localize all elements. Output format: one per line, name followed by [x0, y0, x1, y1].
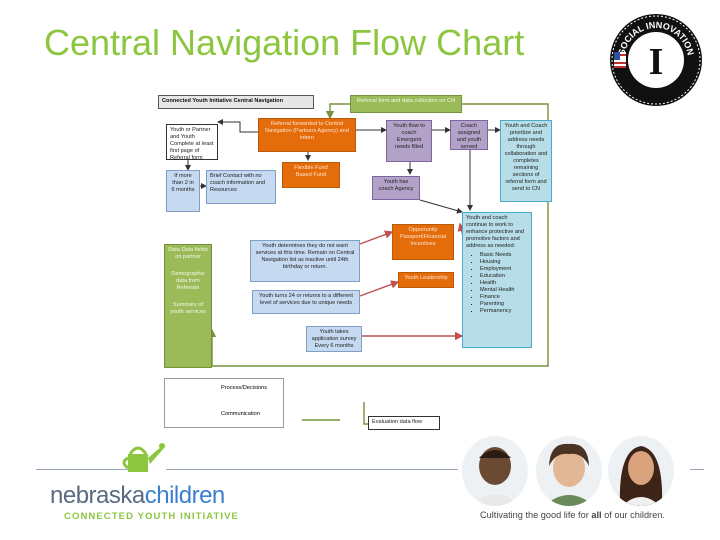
- tagline-start: Cultivating the good life for: [480, 510, 592, 520]
- needs-item: Housing: [480, 259, 528, 266]
- needs-item: Parenting: [480, 301, 528, 308]
- legend-communication-label: Communication: [221, 411, 260, 417]
- coach-prioritizes-box: Youth and Coach prioritize and address n…: [500, 120, 552, 202]
- slide-title: Central Navigation Flow Chart: [44, 22, 525, 63]
- seal-bottom-text: FUND: [643, 75, 669, 87]
- needs-item: Finance: [480, 294, 528, 301]
- watering-can-icon: [122, 443, 165, 472]
- youth-has-coach-box: Youth has coach Agency: [372, 176, 420, 200]
- needs-item: Education: [480, 273, 528, 280]
- data-column-box: Data Data fields on partner Demographic …: [164, 244, 212, 368]
- referral-forwarded-box: Referral forwarded to Central Navigation…: [258, 118, 356, 152]
- logo-subtitle: CONNECTED YOUTH INITIATIVE: [64, 511, 239, 522]
- needs-item: Basic Needs: [480, 252, 528, 259]
- youth-photo-3: [608, 436, 674, 506]
- youth-takes-box: Youth takes application survey Every 6 m…: [306, 326, 362, 352]
- footer-divider: [690, 469, 704, 470]
- seal-letter: I: [649, 41, 664, 83]
- brief-contact-box: Brief Contact with no coach information …: [206, 170, 276, 204]
- flexible-fund-box: Flexible Fund Based Fund: [282, 162, 340, 188]
- nebraska-children-logo: nebraskachildren: [50, 482, 225, 510]
- data-fields-text: Data Data fields on partner: [168, 247, 208, 260]
- legend: Process/Decisions Communication: [164, 378, 284, 428]
- youth-photo-2: [536, 436, 602, 506]
- process-arrows: [185, 119, 501, 214]
- needs-item: Employment: [480, 266, 528, 273]
- footer-divider: [166, 469, 458, 470]
- demographic-text: Demographic data from Referrals: [171, 270, 205, 291]
- needs-item: Health: [480, 280, 528, 287]
- needs-list: Basic Needs Housing Employment Education…: [466, 252, 528, 315]
- flow-header: Connected Youth Initiative Central Navig…: [158, 95, 314, 109]
- if-more-box: If more than 2 in 6 months: [166, 170, 200, 212]
- tagline-end: of our children.: [601, 510, 665, 520]
- referral-form-box: Referral form and data collection on CN: [350, 95, 462, 113]
- youth-coach-address-text: Youth and coach continue to work to enha…: [466, 215, 525, 249]
- youth-turns-box: Youth turns 24 or returns to a different…: [252, 290, 360, 314]
- youth-in-coach-box: Youth flow to coach Emergent needs fille…: [386, 120, 432, 162]
- youth-partner-box: Youth or Partner and Youth Complete at l…: [166, 124, 218, 160]
- logo-nebraska: nebraska: [50, 482, 145, 509]
- svg-text:FUND: FUND: [643, 75, 669, 87]
- youth-photo-1: [462, 436, 528, 506]
- logo-children: children: [144, 482, 226, 509]
- youth-leadership-box: Youth Leadership: [398, 272, 454, 288]
- coach-assigned-box: Coach assigned and youth served: [450, 120, 488, 150]
- needs-item: Mental Health: [480, 287, 528, 294]
- footer-divider: [36, 469, 136, 470]
- legend-evaluation-label: Evaluation data flow: [368, 416, 440, 430]
- opportunity-box: Opportunity Passport/Financial Incentive…: [392, 224, 454, 260]
- legend-process-label: Process/Decisions: [221, 385, 268, 391]
- summary-text: Summary of youth services: [170, 301, 206, 315]
- tagline: Cultivating the good life for all of our…: [480, 510, 665, 520]
- youth-coach-address-box: Youth and coach continue to work to enha…: [462, 212, 532, 348]
- tagline-emphasis: all: [591, 510, 602, 520]
- needs-item: Permanency: [480, 308, 528, 315]
- social-innovation-fund-seal: SOCIAL INNOVATION FUND I: [610, 14, 702, 106]
- youth-determines-box: Youth determines they do not want servic…: [250, 240, 360, 282]
